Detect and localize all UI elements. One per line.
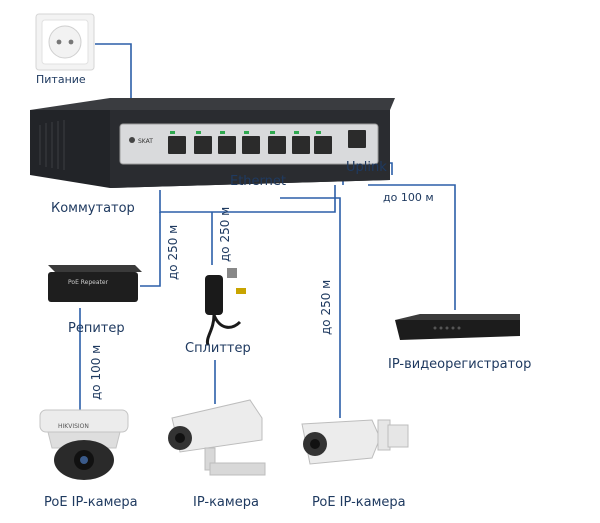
switch-label: Коммутатор: [51, 201, 135, 216]
camera-line: [280, 197, 341, 418]
uplink-label: Uplink: [346, 160, 387, 175]
nvr-label: IP-видеорегистратор: [388, 357, 532, 372]
switch-device: SKAT: [30, 98, 395, 188]
distance-splitter: до 250 м: [218, 206, 232, 262]
power-label: Питание: [36, 73, 86, 86]
splitter-device: [205, 268, 246, 346]
svg-text:PoE Repeater: PoE Repeater: [68, 279, 109, 286]
power-socket-icon: [35, 13, 95, 71]
poe-bullet-camera-icon: [301, 419, 409, 465]
distance-nvr: до 100 м: [383, 191, 434, 204]
distance-repeater-camera: до 100 м: [89, 344, 103, 400]
repeater-device: PoE Repeater: [48, 265, 142, 302]
nvr-line: [368, 184, 456, 310]
distance-repeater: до 250 м: [166, 224, 180, 280]
distance-camera: до 250 м: [319, 279, 333, 335]
bullet-camera-icon: [168, 399, 266, 476]
poe-camera-label-1: PoE IP-камера: [44, 495, 138, 510]
poe-camera-label-2: PoE IP-камера: [312, 495, 406, 510]
nvr-device: [395, 314, 520, 340]
svg-text:HIKVISION: HIKVISION: [58, 423, 89, 430]
ethernet-label: Ethernet: [230, 174, 286, 189]
dome-camera-icon: HIKVISION: [39, 409, 129, 480]
splitter-label: Сплиттер: [185, 341, 251, 356]
svg-text:SKAT: SKAT: [138, 138, 153, 145]
repeater-label: Репитер: [68, 321, 125, 336]
ip-camera-label: IP-камера: [193, 495, 259, 510]
repeater-line: [140, 212, 161, 287]
power-line: [95, 43, 132, 100]
